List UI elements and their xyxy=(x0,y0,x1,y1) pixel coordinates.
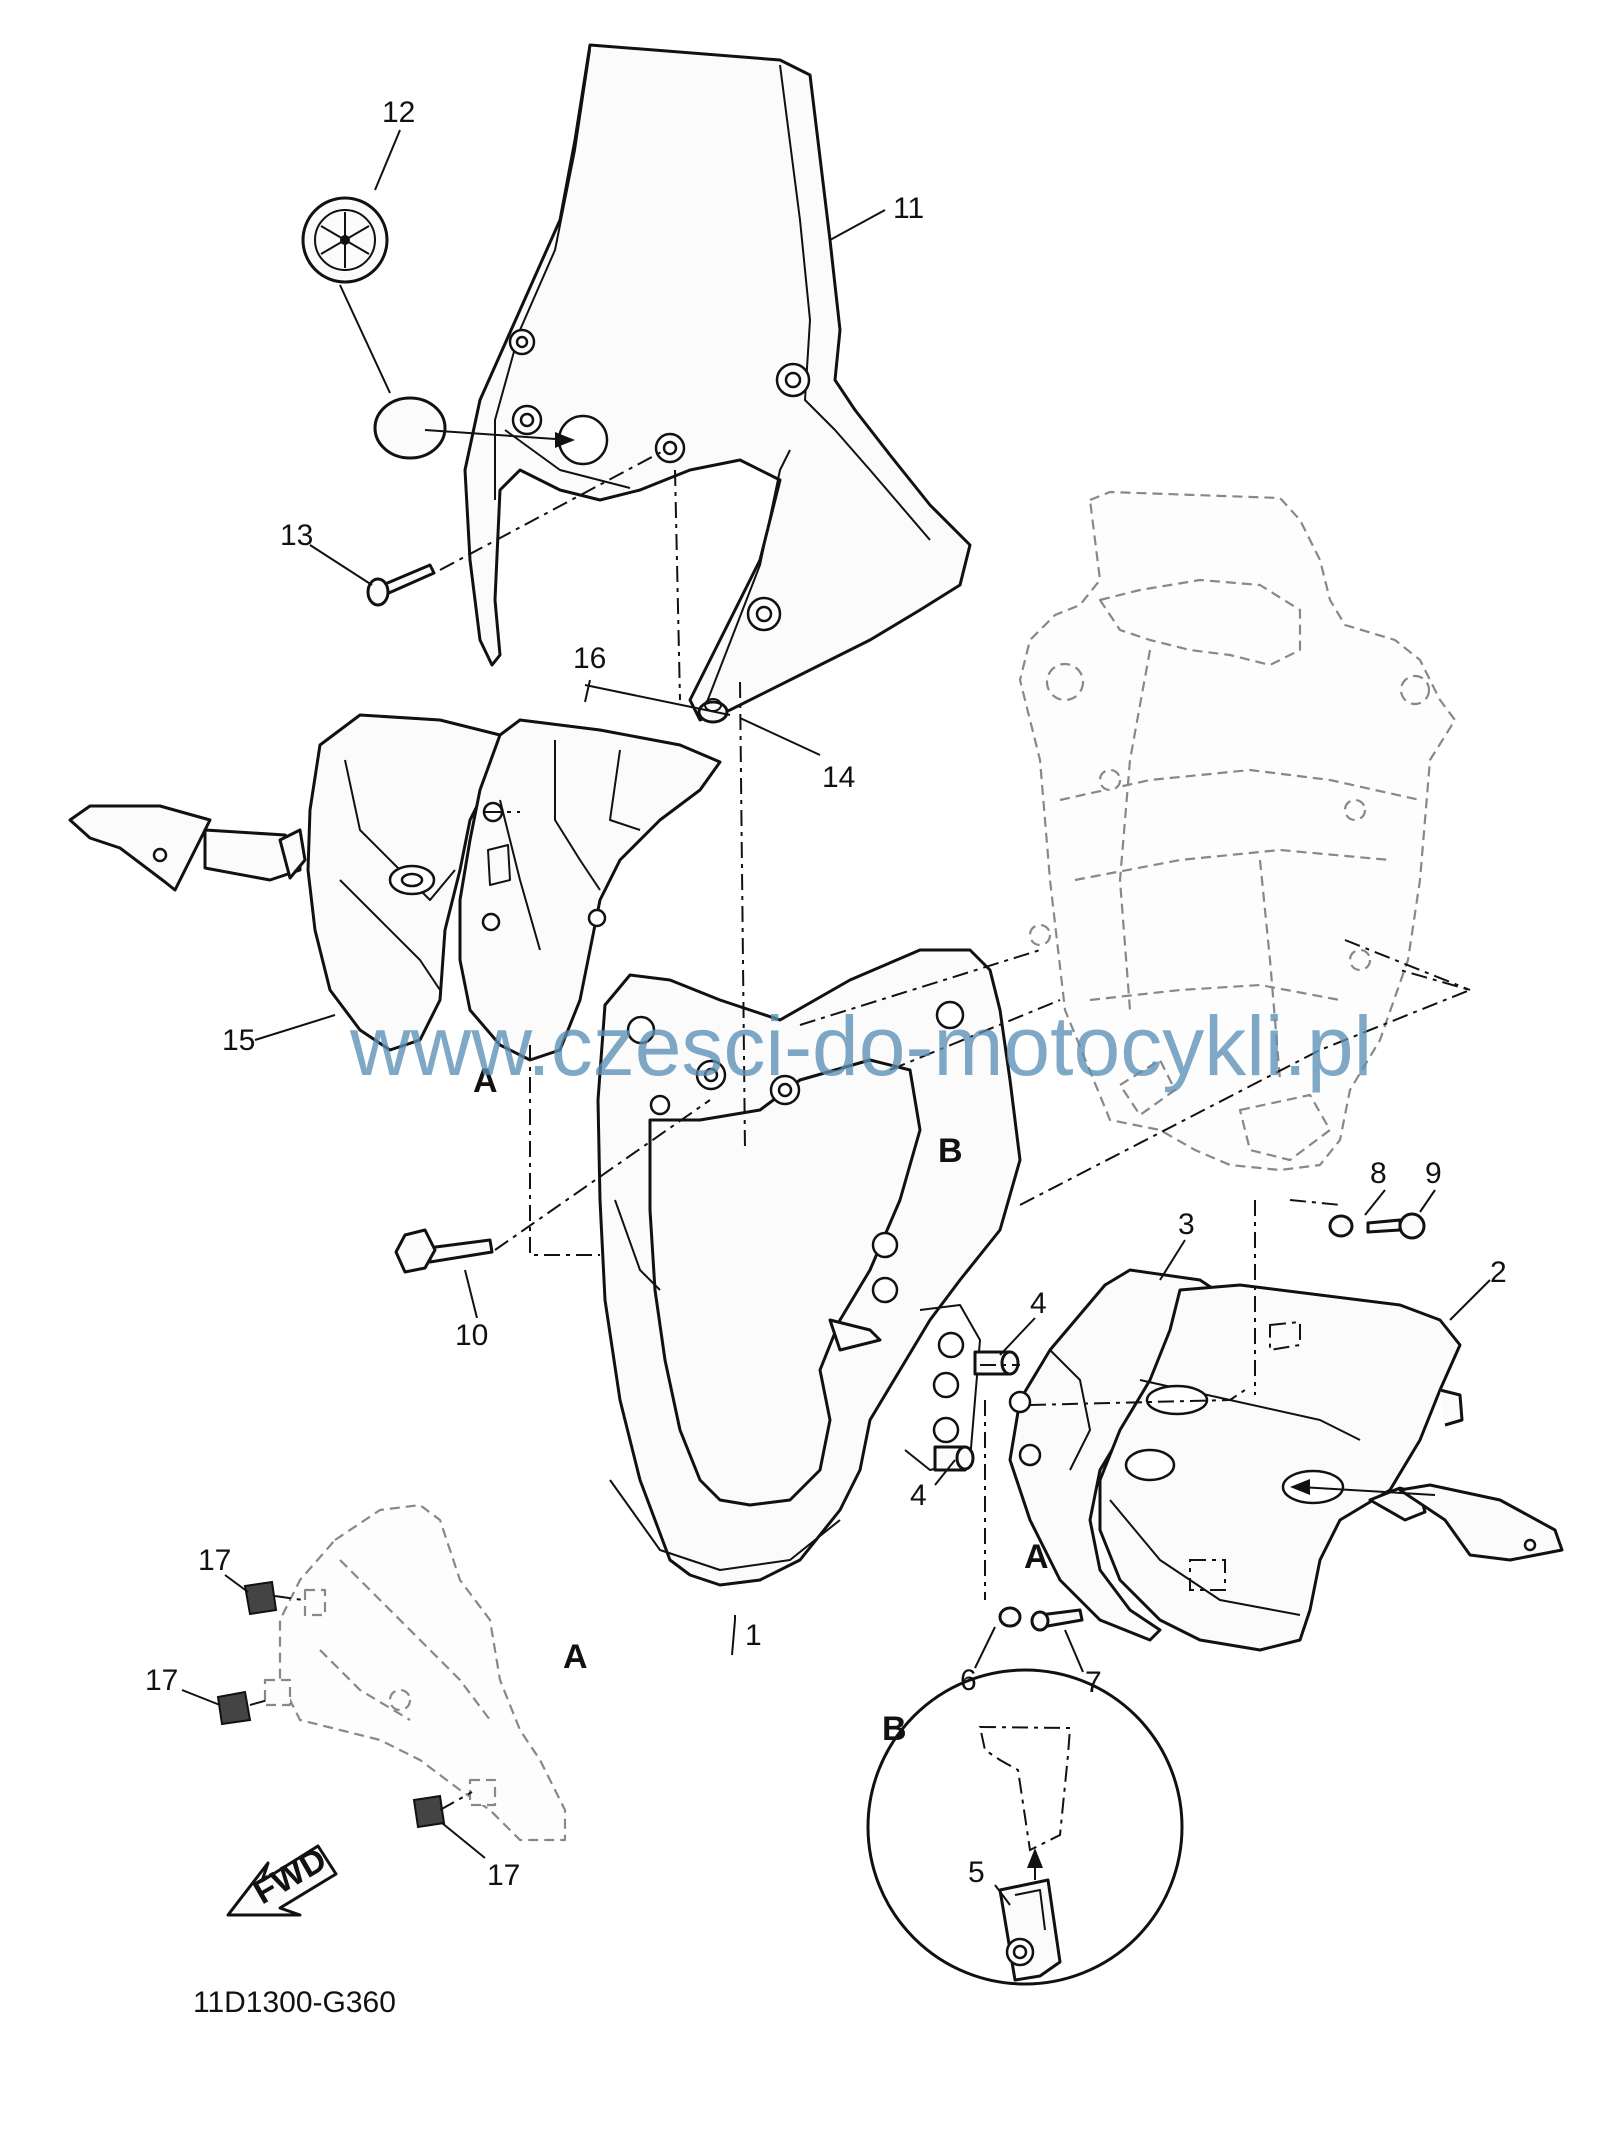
pad-17-b xyxy=(216,1690,252,1726)
view-b-ref: B xyxy=(938,1132,963,1170)
detail-b-circle xyxy=(866,1668,1184,1986)
callout-15: 15 xyxy=(222,1024,255,1057)
callout-17-c: 17 xyxy=(487,1859,520,1892)
callout-11: 11 xyxy=(893,192,924,225)
bolt-10 xyxy=(394,1228,494,1274)
callout-5: 5 xyxy=(968,1856,985,1889)
callout-14: 14 xyxy=(822,761,855,794)
watermark: www.czesci-do-motocykli.pl xyxy=(349,999,1372,1093)
leader-lines xyxy=(181,129,1491,1906)
front-cowl xyxy=(596,948,1022,1587)
view-letters: A A A B B xyxy=(473,1062,1049,1748)
right-side-cover xyxy=(1098,1283,1464,1652)
view-a-right: A xyxy=(1024,1538,1049,1576)
callout-16: 16 xyxy=(573,642,606,675)
callout-17-b: 17 xyxy=(145,1664,178,1697)
callout-12: 12 xyxy=(382,96,415,129)
callout-17-a: 17 xyxy=(198,1544,231,1577)
right-turn-signal xyxy=(1368,1483,1564,1562)
callout-13: 13 xyxy=(280,519,313,552)
callout-1: 1 xyxy=(745,1619,762,1652)
callout-labels: 1 2 3 4 4 5 6 7 8 9 10 11 12 13 14 15 16… xyxy=(145,96,1507,1892)
headlight-stay-frame-ghost xyxy=(1018,490,1457,1172)
left-turn-signal xyxy=(68,804,307,892)
forward-arrow-icon: FWD xyxy=(226,1840,338,1917)
bolt-7 xyxy=(1030,1608,1084,1632)
bolt-9 xyxy=(1366,1212,1426,1240)
view-a-detail: A xyxy=(563,1638,588,1676)
screw-13 xyxy=(366,563,436,607)
emblem-seat-circle xyxy=(373,396,447,460)
callout-3: 3 xyxy=(1178,1208,1195,1241)
pad-17-a xyxy=(243,1580,278,1616)
callout-9: 9 xyxy=(1425,1157,1442,1190)
callout-2: 2 xyxy=(1490,1256,1507,1289)
callout-6: 6 xyxy=(960,1664,977,1697)
callout-7: 7 xyxy=(1085,1666,1102,1699)
emblem xyxy=(301,196,389,284)
collar-4-upper xyxy=(973,1350,1020,1376)
view-b-detail: B xyxy=(882,1710,907,1748)
callout-8: 8 xyxy=(1370,1157,1387,1190)
callout-4-upper: 4 xyxy=(1030,1287,1047,1320)
nut-8 xyxy=(1328,1214,1354,1238)
left-side-cover xyxy=(306,713,512,1052)
pad-17-c xyxy=(412,1794,446,1829)
diagram-code: 11D1300-G360 xyxy=(193,1986,396,2019)
callout-4-lower: 4 xyxy=(910,1479,927,1512)
detail-a-ghost-cover xyxy=(263,1503,567,1842)
callout-10: 10 xyxy=(455,1319,488,1352)
collar-4-lower xyxy=(933,1445,975,1472)
washer-6 xyxy=(998,1606,1022,1628)
inner-cover xyxy=(458,718,722,1062)
windscreen xyxy=(463,43,972,722)
view-a-left: A xyxy=(473,1062,498,1100)
speed-nut-5 xyxy=(998,1878,1062,1982)
